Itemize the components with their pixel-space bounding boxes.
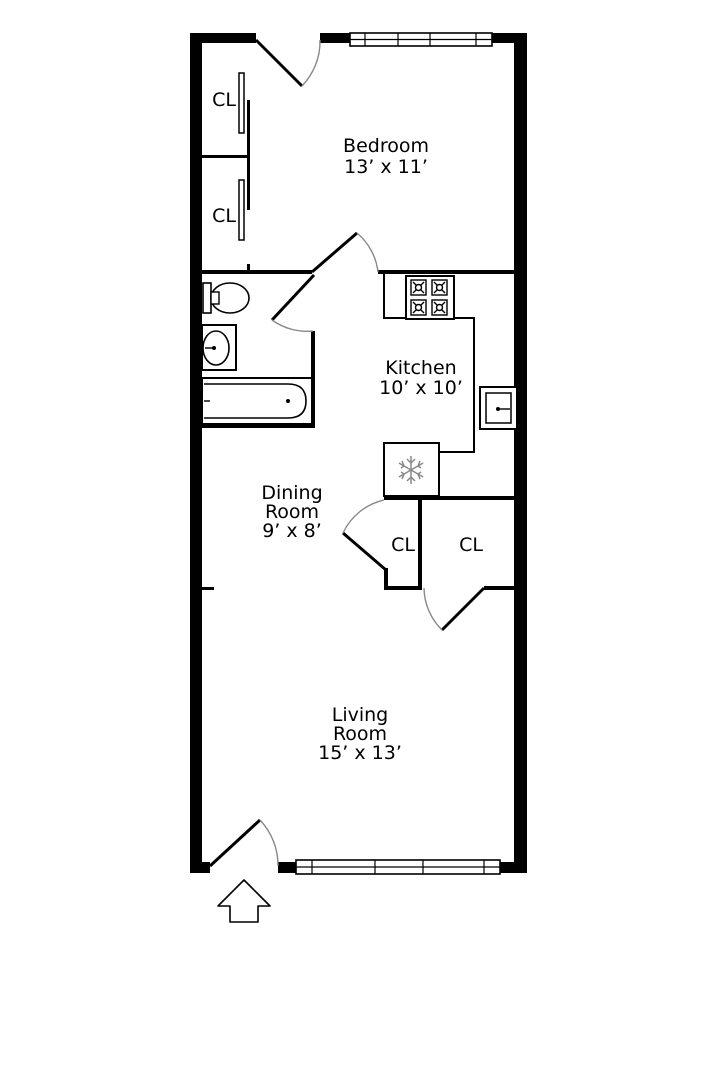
closet-label: CL [391, 534, 415, 556]
stove-icon [405, 275, 455, 320]
closet-label: CL [212, 205, 236, 227]
room-name: Room [265, 501, 319, 523]
living-room-window [295, 859, 501, 875]
exterior-walls [190, 33, 527, 873]
vanity-sink-icon [201, 324, 237, 371]
room-dimensions: 13’ x 11’ [344, 156, 428, 178]
closet-sliding-doors [238, 72, 250, 272]
room-name: Bedroom [343, 135, 429, 157]
bathtub-icon [201, 377, 313, 425]
room-name: Kitchen [385, 357, 456, 379]
room-dimensions: 9’ x 8’ [262, 520, 322, 542]
room-dimensions: 15’ x 13’ [318, 742, 402, 764]
room-name: Dining [261, 482, 322, 504]
kitchen-counter [383, 274, 475, 453]
snowflake-icon [383, 442, 440, 497]
entrance-arrow-icon [217, 879, 271, 923]
interior-walls [202, 155, 514, 590]
room-name: Living [332, 704, 389, 726]
sink-icon [479, 386, 518, 430]
bedroom-entry-door [254, 37, 321, 88]
bedroom-door [311, 231, 379, 274]
toilet-icon [202, 282, 250, 314]
dining-closet-door [342, 499, 387, 572]
bedroom-window [349, 32, 493, 47]
room-name: Room [333, 723, 387, 745]
kitchen-label: Kitchen 10’ x 10’ [379, 357, 463, 399]
closet-label: CL [212, 89, 236, 111]
closet-label: CL [459, 534, 483, 556]
room-dimensions: 10’ x 10’ [379, 377, 463, 399]
dining-room-label: Dining Room 9’ x 8’ [261, 482, 322, 542]
bedroom-label: Bedroom 13’ x 11’ [343, 135, 429, 178]
entry-door [208, 818, 279, 868]
living-room-label: Living Room 15’ x 13’ [318, 704, 402, 764]
bathroom-door [270, 273, 316, 332]
hall-closet-door [423, 586, 486, 632]
